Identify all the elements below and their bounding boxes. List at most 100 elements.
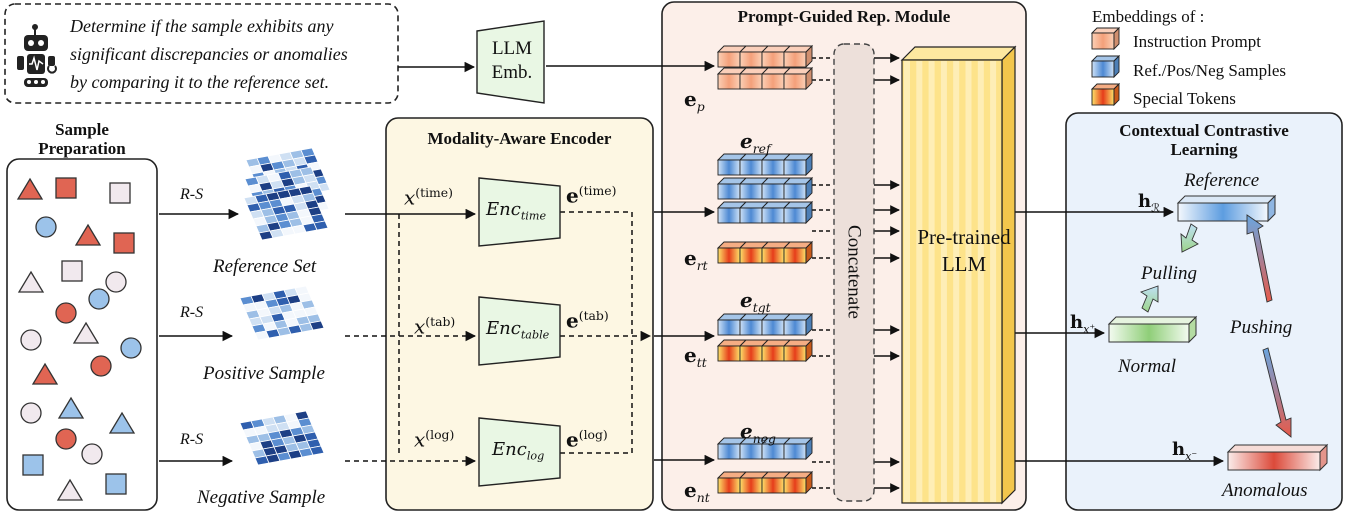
llm-label-line-2: LLM	[941, 252, 987, 276]
light-circle-9	[105, 271, 127, 293]
legend-swatch-0	[1090, 26, 1121, 51]
llm-stripe-6	[977, 61, 984, 502]
llm-emb-block	[476, 20, 545, 104]
reference-embedding-bar	[1176, 194, 1277, 223]
concatenate-box	[833, 43, 875, 502]
negative-sample-label: Negative Sample	[197, 487, 326, 508]
positive-sample-label: Positive Sample	[203, 363, 325, 384]
negative-sample-grid	[239, 410, 325, 466]
light-circle-21	[81, 443, 103, 465]
light-circle-16	[20, 402, 42, 424]
pulling-arrow-bottom	[1140, 285, 1159, 313]
red-triangle-4	[74, 223, 102, 246]
legend-label-1: Ref./Pos/Neg Samples	[1133, 61, 1286, 80]
enc-log-label: Enclog	[492, 439, 545, 463]
light-circle-11	[20, 329, 42, 351]
e-time-label: e(time)	[566, 183, 617, 208]
e-tt-label: ett	[684, 343, 707, 370]
llm-block	[900, 45, 1017, 505]
red-circle-19	[55, 428, 77, 450]
red-triangle-15	[31, 362, 59, 385]
tgt-token-row	[716, 312, 814, 337]
blue-circle-8	[88, 288, 110, 310]
x-time-label: x(time)	[404, 185, 453, 210]
prompt-line-2: significant discrepancies or anomalies	[70, 44, 348, 64]
red-square-1	[55, 177, 77, 199]
enc-table-label: Enctable	[486, 318, 550, 342]
h-pos-label: hx+	[1070, 312, 1096, 336]
prompt-token-row-2	[716, 66, 814, 91]
ref-special-token-row	[716, 240, 814, 265]
enc-log-block	[478, 417, 561, 487]
prompt-token-row-1	[716, 44, 814, 69]
neg-special-token-row	[716, 470, 814, 495]
e-rt-label: ert	[684, 246, 708, 273]
pushing-arrow-up	[1246, 214, 1273, 303]
legend-swatch-2	[1090, 82, 1121, 107]
ref-token-row-1	[716, 152, 814, 177]
llm-emb-line-2: Emb.	[491, 62, 533, 83]
robot-icon	[17, 24, 57, 87]
concatenate-label: Concatenate	[843, 225, 865, 319]
rs-label-reference: R-S	[180, 186, 204, 203]
llm-stripe-7	[990, 61, 997, 502]
tgt-special-token-row	[716, 338, 814, 363]
h-ref-label: hℛ	[1138, 191, 1160, 215]
llm-stripe-2	[928, 61, 935, 502]
pulling-arrow-top	[1180, 223, 1199, 253]
prompt-line-3: by comparing it to the reference set.	[70, 72, 330, 92]
pushing-label: Pushing	[1230, 317, 1293, 338]
contrastive-title-1: Contextual Contrastive	[1119, 121, 1289, 140]
rs-label-positive: R-S	[180, 304, 204, 321]
e-log-label: e(log)	[566, 427, 608, 452]
enc-table-block	[478, 296, 561, 366]
light-square-6	[61, 260, 83, 282]
e-p-label: ep	[684, 87, 705, 114]
contrastive-title-2: Learning	[1170, 140, 1238, 159]
neg-token-row	[716, 436, 814, 461]
rs-label-negative: R-S	[180, 431, 204, 448]
blue-triangle-17	[57, 396, 85, 419]
normal-label: Normal	[1118, 356, 1177, 377]
enc-time-label: Enctime	[486, 199, 547, 223]
positive-sample-grid	[239, 285, 325, 341]
llm-emb-line-1: LLM	[491, 38, 533, 59]
legend-swatch-1	[1090, 54, 1121, 79]
prompt-line-1: Determine if the sample exhibits any	[70, 16, 334, 36]
enc-time-output-line	[560, 211, 633, 336]
light-square-2	[109, 182, 131, 204]
e-tgt-label: etgt	[740, 288, 771, 315]
enc-log-output-line	[560, 336, 633, 454]
llm-stripe-3	[940, 61, 947, 502]
pushing-arrow-down	[1262, 347, 1292, 438]
h-neg-label: hx−	[1172, 439, 1198, 463]
llm-stripe-1	[916, 61, 923, 502]
encoder-title: Modality-Aware Encoder	[427, 129, 612, 148]
x-tab-label: x(tab)	[414, 314, 456, 339]
e-neg-label: eneg	[740, 419, 776, 446]
sample-prep-title-1: Sample	[55, 120, 109, 139]
e-ref-label: eref	[740, 129, 771, 156]
ref-token-row-2	[716, 176, 814, 201]
light-triangle-7	[17, 270, 45, 293]
red-square-5	[113, 232, 135, 254]
legend-title: Embeddings of :	[1092, 7, 1205, 26]
blue-circle-13	[120, 337, 142, 359]
llm-label-line-1: Pre-trained	[917, 225, 1011, 249]
blue-triangle-18	[108, 411, 136, 434]
legend-label-2: Special Tokens	[1133, 89, 1236, 108]
prompt-box	[4, 3, 399, 104]
llm-stripe-5	[965, 61, 972, 502]
llm-stripe-0	[904, 61, 910, 502]
prompt-module-title: Prompt-Guided Rep. Module	[737, 7, 951, 26]
pulling-label: Pulling	[1141, 263, 1197, 284]
reference-label: Reference	[1184, 170, 1260, 191]
normal-embedding-bar	[1107, 315, 1198, 344]
sample-prep-title-2: Preparation	[38, 139, 126, 158]
llm-stripe-4	[953, 61, 960, 502]
reference-set-label: Reference Set	[213, 256, 317, 277]
enc-time-block	[478, 177, 561, 247]
blue-circle-3	[35, 216, 57, 238]
